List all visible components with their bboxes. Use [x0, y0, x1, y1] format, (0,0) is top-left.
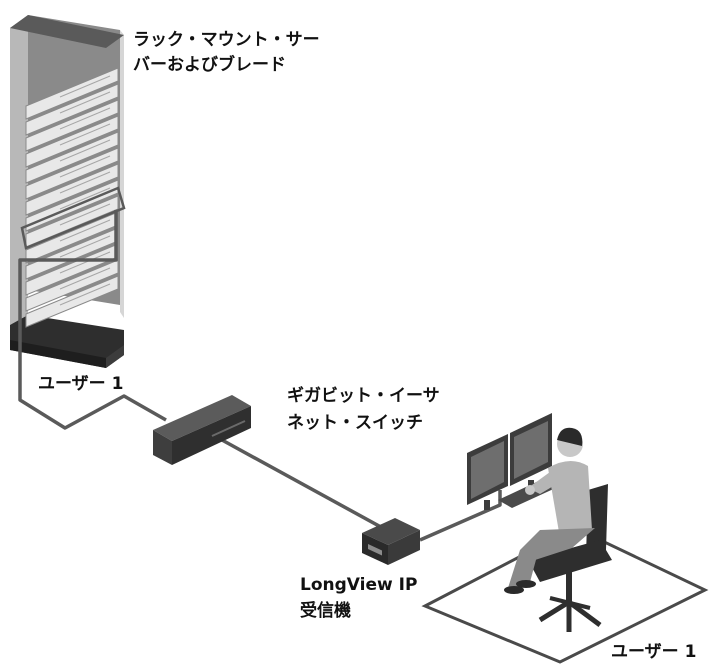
- cable-rack-to-switch: [18, 210, 167, 430]
- switch-label-line2: ネット・スイッチ: [287, 413, 423, 433]
- server-unit: [25, 83, 119, 136]
- cable-switch-to-receiver: [221, 438, 391, 534]
- workstation-user: [467, 413, 612, 632]
- receiver-label-line1: LongView IP: [300, 575, 418, 595]
- server-unit: [25, 259, 119, 312]
- server-unit: [25, 115, 119, 168]
- cable-receiver-to-workstation: [419, 490, 502, 542]
- server-unit: [25, 275, 119, 328]
- rack-label-line2: バーおよびブレード: [133, 55, 286, 75]
- person-legs: [508, 528, 595, 590]
- server-unit: [25, 147, 119, 200]
- server-unit: [25, 67, 119, 120]
- rack-server-units: [25, 67, 119, 328]
- server-unit: [25, 163, 119, 216]
- server-unit: [25, 243, 119, 296]
- gigabit-switch: [153, 395, 251, 465]
- receiver-label-line2: 受信機: [300, 601, 351, 621]
- selected-server-outline: [20, 186, 126, 250]
- server-unit: [25, 131, 119, 184]
- person-torso: [548, 460, 592, 538]
- rack-label-line1: ラック・マウント・サー: [133, 30, 320, 50]
- switch-label-line1: ギガビット・イーサ: [287, 386, 440, 406]
- server-unit: [25, 227, 119, 280]
- chair-back: [586, 484, 608, 556]
- server-unit: [25, 99, 119, 152]
- person-arm: [528, 472, 560, 494]
- network-cables: [18, 210, 502, 542]
- user1-left-label: ユーザー 1: [38, 374, 124, 394]
- longview-receiver: [362, 518, 420, 565]
- server-rack: [10, 15, 126, 368]
- user1-right-label: ユーザー 1: [611, 642, 697, 662]
- chair-seat: [528, 540, 612, 582]
